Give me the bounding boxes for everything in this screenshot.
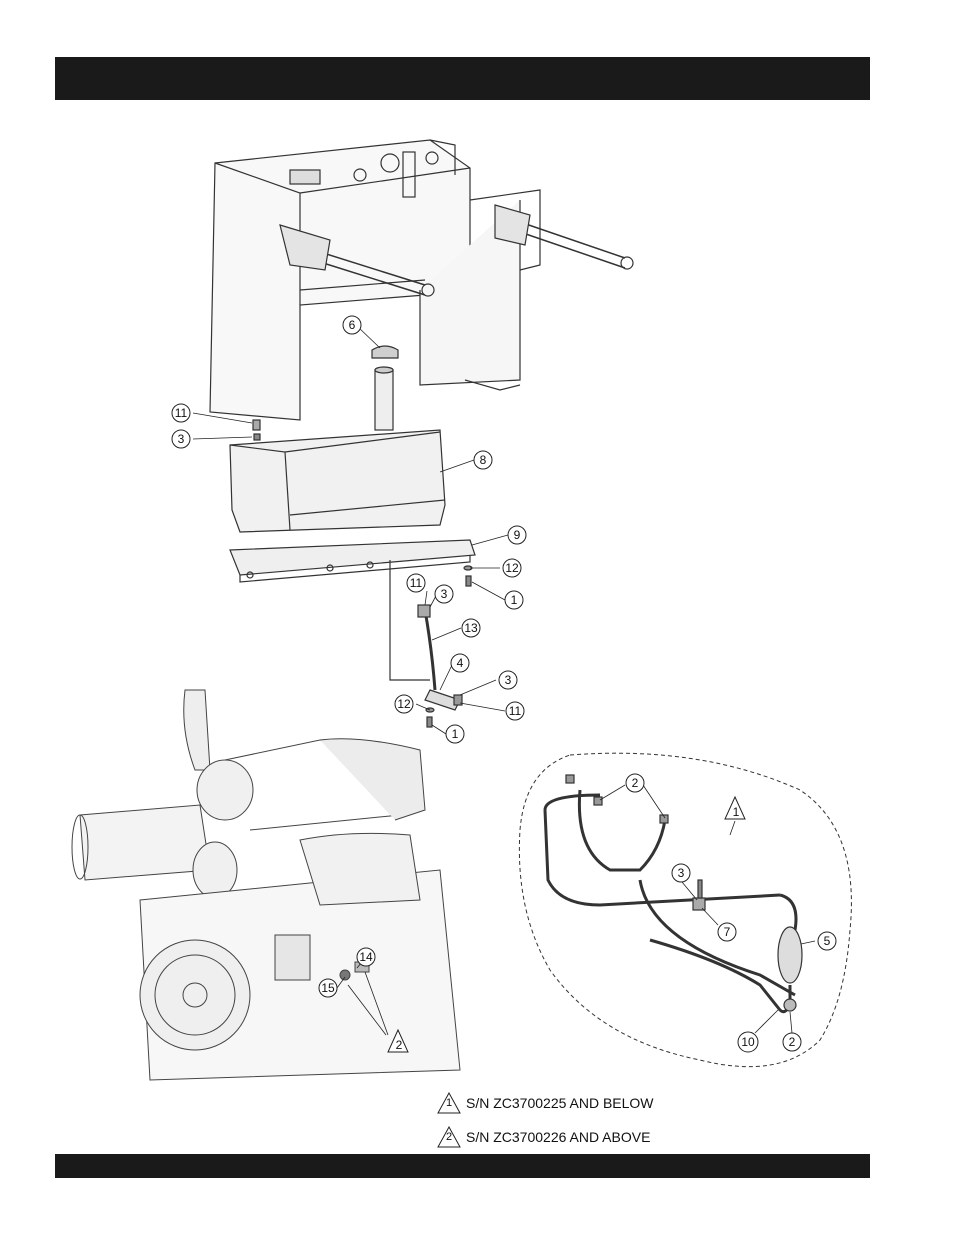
svg-text:3: 3: [505, 673, 512, 687]
svg-text:12: 12: [397, 697, 411, 711]
svg-text:4: 4: [457, 656, 464, 670]
callout-5: 5: [818, 932, 836, 950]
callout-11: 11: [407, 574, 425, 592]
note-text: S/N ZC3700226 AND ABOVE: [466, 1129, 650, 1145]
svg-text:10: 10: [741, 1035, 755, 1049]
callout-8: 8: [474, 451, 492, 469]
callout-1: 1: [446, 725, 464, 743]
callout-11: 11: [506, 702, 524, 720]
fuel-line-detail: [519, 753, 851, 1066]
callout-14: 14: [357, 948, 375, 966]
svg-text:13: 13: [464, 621, 478, 635]
svg-text:9: 9: [514, 528, 521, 542]
svg-text:11: 11: [175, 406, 188, 420]
svg-text:5: 5: [824, 934, 831, 948]
callout-2: 2: [626, 774, 644, 792]
svg-text:15: 15: [321, 981, 335, 995]
callout-10: 10: [738, 1032, 758, 1052]
note-text: S/N ZC3700225 AND BELOW: [466, 1095, 654, 1111]
control-panel-frame: [210, 140, 633, 420]
svg-text:3: 3: [441, 587, 448, 601]
triangle-callout-1: 1: [725, 797, 745, 819]
note-marker: 1: [437, 1097, 461, 1109]
svg-text:8: 8: [480, 453, 487, 467]
svg-text:2: 2: [396, 1038, 403, 1052]
svg-text:1: 1: [733, 805, 740, 819]
svg-text:2: 2: [789, 1035, 796, 1049]
callout-3: 3: [172, 430, 190, 448]
svg-text:14: 14: [359, 950, 373, 964]
svg-text:11: 11: [509, 704, 522, 718]
svg-text:2: 2: [632, 776, 639, 790]
callout-3: 3: [672, 864, 690, 882]
engine-assembly: [72, 690, 460, 1080]
svg-text:6: 6: [349, 318, 356, 332]
callout-3: 3: [499, 671, 517, 689]
callout-12: 12: [395, 695, 413, 713]
svg-text:3: 3: [178, 432, 185, 446]
svg-text:3: 3: [678, 866, 685, 880]
callout-1: 1: [505, 591, 523, 609]
callout-13: 13: [462, 619, 480, 637]
callout-2: 2: [783, 1033, 801, 1051]
svg-text:1: 1: [511, 593, 518, 607]
svg-text:7: 7: [724, 925, 731, 939]
note-marker: 2: [437, 1131, 461, 1143]
callout-6: 6: [343, 316, 361, 334]
callout-3: 3: [435, 585, 453, 603]
callout-7: 7: [718, 923, 736, 941]
callout-9: 9: [508, 526, 526, 544]
callout-15: 15: [319, 979, 337, 997]
callout-12: 12: [503, 559, 521, 577]
svg-text:11: 11: [410, 576, 423, 590]
callout-11: 11: [172, 404, 190, 422]
svg-text:1: 1: [452, 727, 459, 741]
callout-4: 4: [451, 654, 469, 672]
svg-text:12: 12: [505, 561, 519, 575]
